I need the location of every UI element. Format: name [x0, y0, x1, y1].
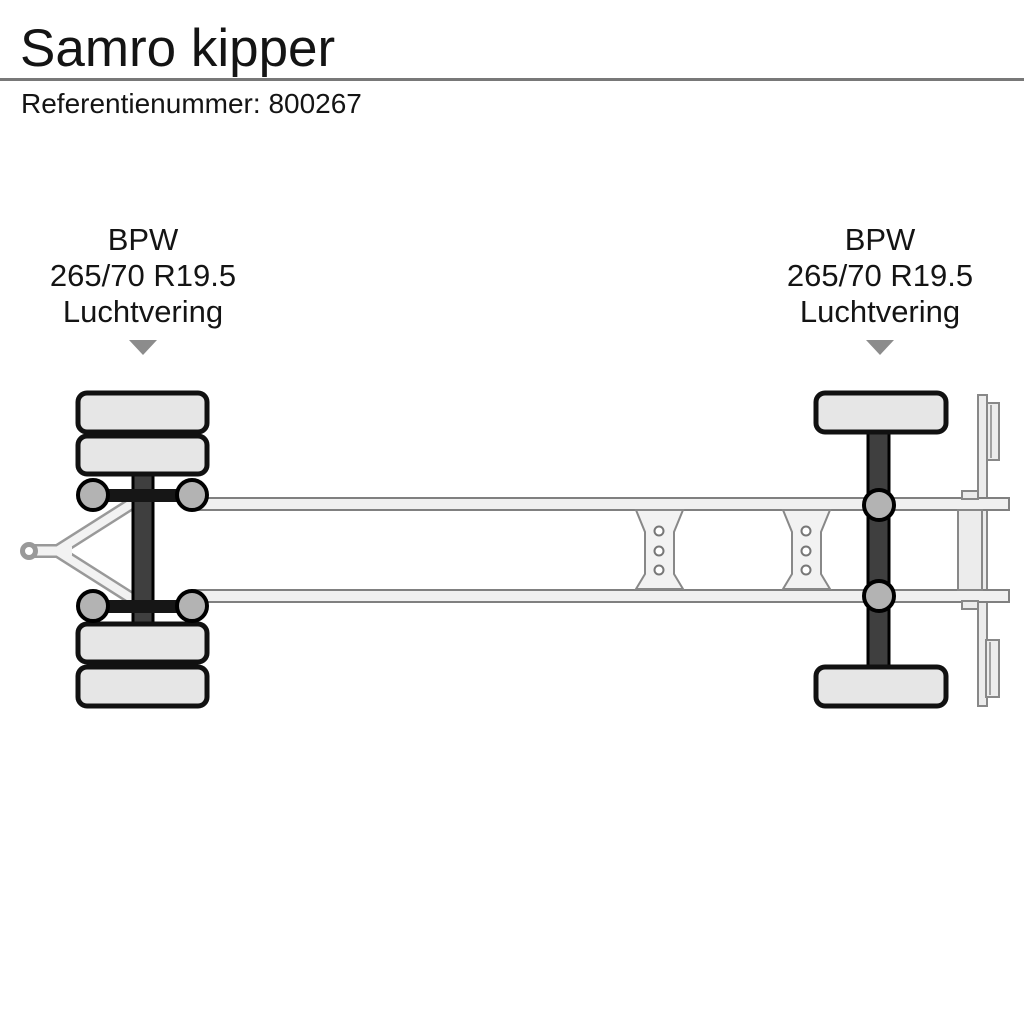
suspension-bellow	[862, 579, 896, 613]
axle-suspension-type: Luchtvering	[62, 294, 224, 329]
rear-axle-beam	[866, 423, 891, 674]
arrow-down-icon	[129, 340, 157, 355]
drawbar	[20, 486, 154, 616]
front-axle-cross-bar-top	[90, 489, 200, 502]
axle-brand: BPW	[844, 222, 916, 257]
rear-crossmember-tab-bottom	[961, 600, 979, 610]
front-axle-group	[75, 390, 210, 709]
rear-bracket-bottom	[985, 639, 1000, 698]
tire	[75, 433, 210, 477]
tire	[813, 664, 949, 709]
suspension-bellow	[175, 589, 209, 623]
tire	[75, 664, 210, 709]
axle-spec-label-rear: BPW 265/70 R19.5 Luchtvering	[760, 222, 1000, 355]
page-title: Samro kipper	[20, 19, 336, 78]
crossmember-2	[781, 509, 832, 590]
title-divider	[0, 78, 1024, 81]
suspension-bellow	[175, 478, 209, 512]
rear-bracket-top	[986, 402, 1000, 461]
tire	[75, 621, 210, 665]
crossmember-hole	[800, 545, 812, 557]
axle-spec-label-front: BPW 265/70 R19.5 Luchtvering	[23, 222, 263, 355]
tire	[813, 390, 949, 435]
suspension-bellow	[76, 478, 110, 512]
rear-crossmember	[957, 490, 983, 610]
tire	[75, 390, 210, 435]
rear-crossmember-web	[957, 509, 983, 591]
arrow-down-icon	[866, 340, 894, 355]
axle-brand: BPW	[107, 222, 179, 257]
axle-tire-size: 265/70 R19.5	[49, 258, 237, 293]
crossmember-1	[634, 509, 685, 590]
reference-number: Referentienummer: 800267	[21, 88, 362, 120]
reference-value: 800267	[268, 88, 362, 119]
axle-tire-size: 265/70 R19.5	[786, 258, 974, 293]
crossmember-hole	[800, 525, 812, 537]
crossmember-hole	[653, 564, 665, 576]
crossmember-hole	[800, 564, 812, 576]
axle-suspension-type: Luchtvering	[799, 294, 961, 329]
suspension-bellow	[862, 488, 896, 522]
suspension-bellow	[76, 589, 110, 623]
rear-crossmember-tab-top	[961, 490, 979, 500]
reference-label: Referentienummer:	[21, 88, 261, 119]
crossmember-hole	[653, 545, 665, 557]
rear-axle-group	[813, 390, 949, 709]
front-axle-cross-bar-bottom	[90, 600, 200, 613]
tow-eye	[20, 542, 38, 560]
crossmember-hole	[653, 525, 665, 537]
